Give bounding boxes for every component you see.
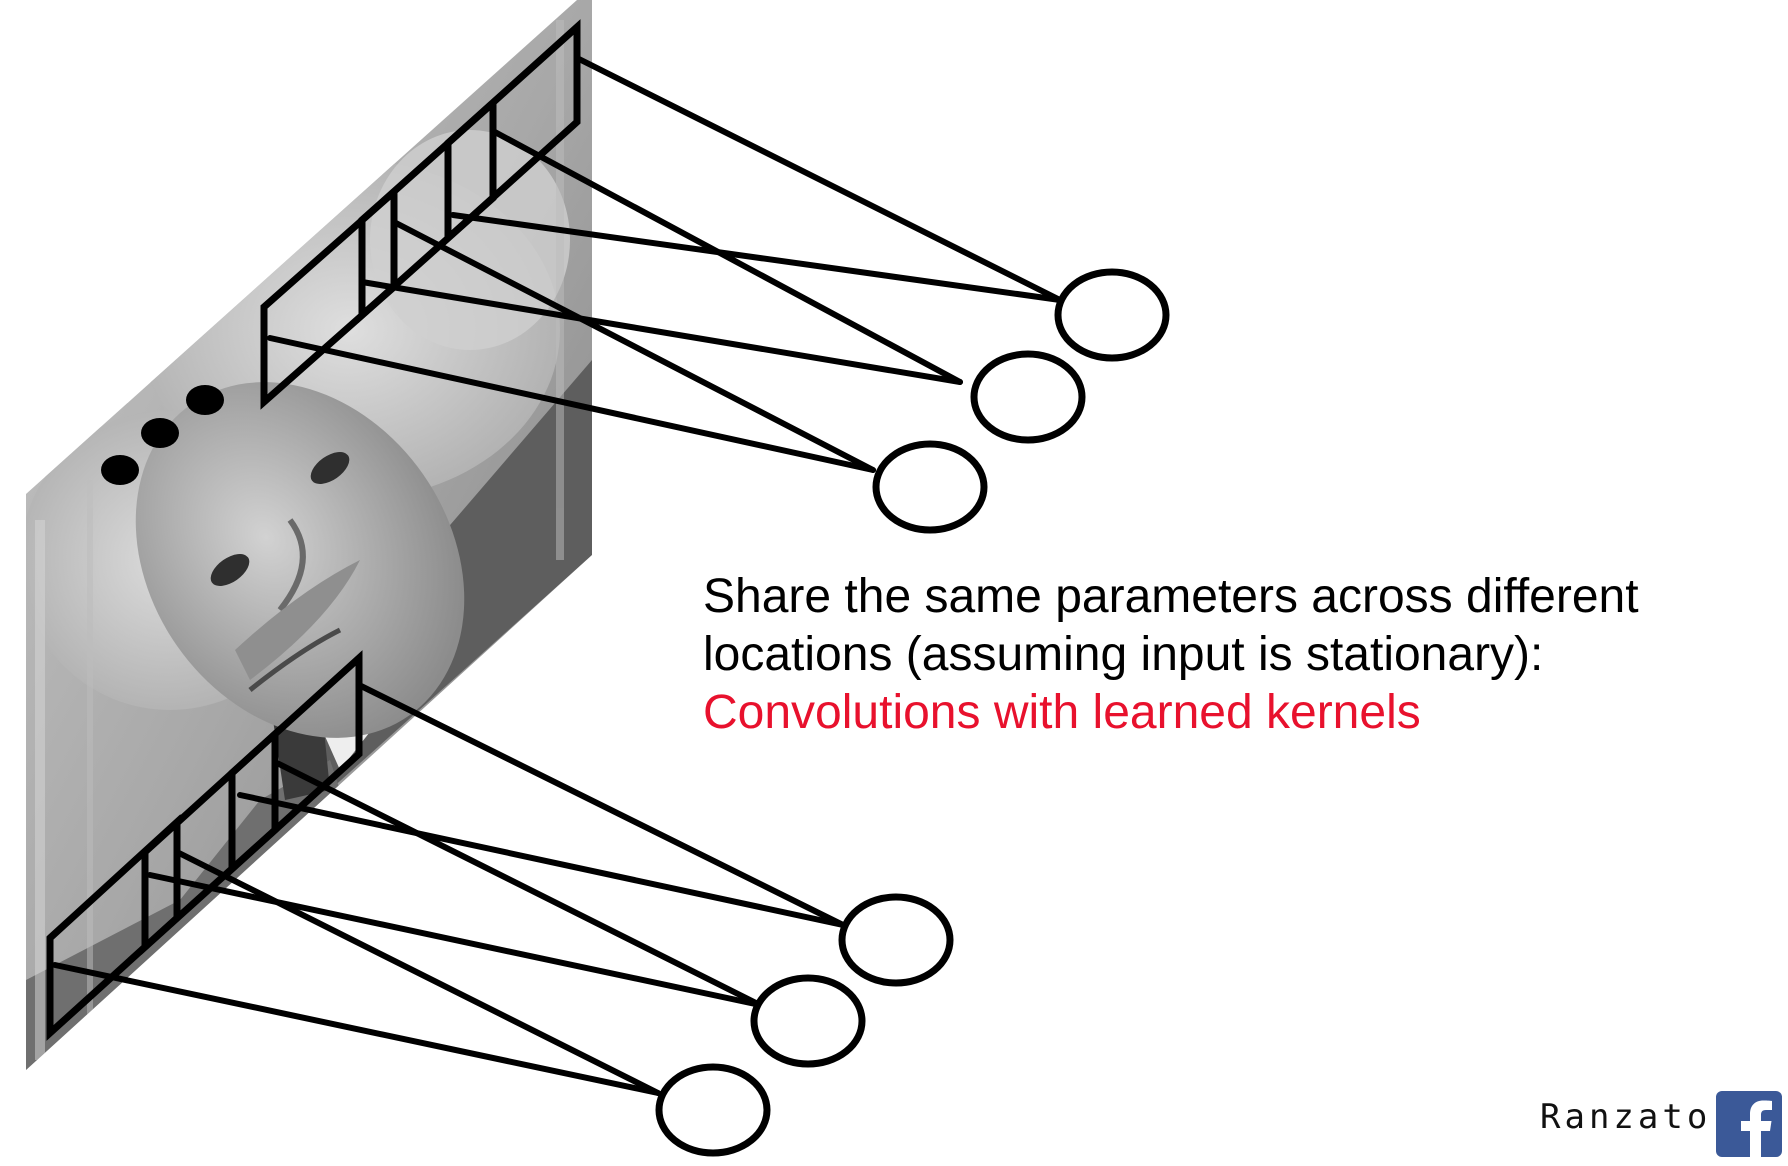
hidden-units-bottom	[655, 893, 954, 1157]
hidden-unit	[655, 1063, 771, 1157]
receptive-field-window	[444, 19, 581, 246]
caption-line-1: Share the same parameters across differe…	[703, 570, 1639, 623]
hidden-unit	[1054, 268, 1170, 362]
connections-top	[267, 55, 1063, 473]
receptive-fields-bottom	[46, 650, 363, 1041]
ellipsis-dot	[101, 455, 139, 485]
connections-bottom	[52, 682, 846, 1096]
facebook-logo-icon	[1716, 1091, 1782, 1157]
ellipsis-dot	[141, 418, 179, 448]
ellipsis-dots	[101, 385, 224, 485]
hidden-unit	[838, 893, 954, 987]
caption-line-2: locations (assuming input is stationary)…	[703, 628, 1544, 681]
hidden-unit	[750, 974, 866, 1068]
hidden-unit	[970, 350, 1086, 444]
author-name: Ranzato	[1540, 1097, 1712, 1137]
hidden-unit	[872, 440, 988, 534]
ellipsis-dot	[186, 385, 224, 415]
hidden-units-top	[872, 268, 1170, 534]
receptive-field-window	[228, 650, 363, 877]
caption: Share the same parameters across differe…	[703, 568, 1763, 742]
caption-highlight: Convolutions with learned kernels	[703, 686, 1421, 739]
